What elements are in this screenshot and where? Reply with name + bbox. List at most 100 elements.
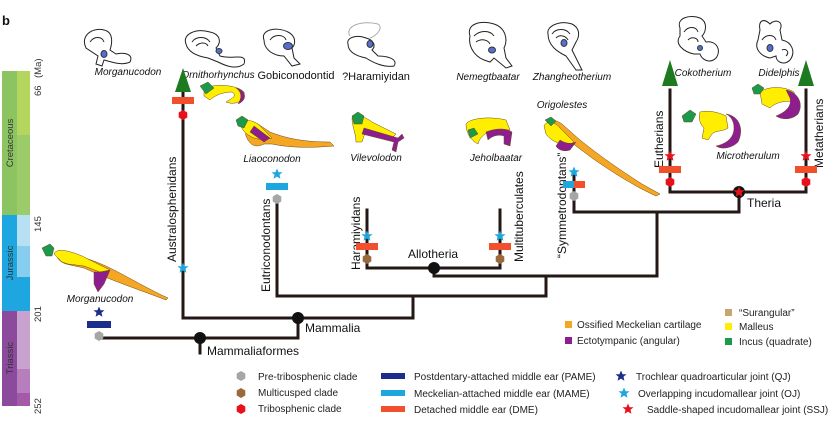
legend-tribosphenic-hex-icon	[236, 404, 246, 414]
inner-ear-didelphis	[756, 20, 794, 64]
cretaceous-early-bar	[17, 135, 30, 215]
node-mammaliaformes	[194, 332, 206, 344]
eutriconodontans-oj-star-icon	[271, 168, 283, 179]
middle-ear-microtherulum	[681, 109, 741, 149]
inner-ear-zhangheotherium	[547, 22, 583, 71]
australosphenidans-dme-bar	[172, 97, 194, 104]
branch-mammaliaformes	[97, 316, 300, 340]
panel-label: b	[2, 13, 10, 28]
eutriconodontans-pretribosphenic-hex-icon	[272, 194, 282, 204]
taxon-label-nemegtbaatar: Nemegtbaatar	[456, 72, 520, 83]
taxon-label-zhangheotherium: Zhangheotherium	[532, 72, 611, 83]
haramiyidans-multicusped-hex-icon	[362, 254, 372, 264]
legend-label-tribosphenic: Tribosphenic clade	[258, 404, 342, 415]
clade-label-metatherians: Metatherians	[812, 99, 826, 168]
middle-ear-origolestes	[543, 116, 661, 197]
era-cretaceous: Cretaceous	[5, 118, 16, 167]
legend-label-ssj: Saddle-shaped incudomallear joint (SSJ)	[647, 405, 828, 416]
arrow-australosphenidans	[175, 68, 191, 92]
legend-swatch-pame	[381, 373, 405, 379]
inner-ear-haramiyidan	[347, 22, 396, 67]
branch-eutriconodontans	[275, 198, 415, 320]
jurassic-early-bar	[17, 277, 30, 311]
taxon-label-didelphis: Didelphis	[758, 68, 799, 79]
taxon-label-ornithorhynchus: Ornithorhynchus	[181, 70, 254, 81]
node-allotheria	[428, 262, 440, 274]
taxon-label-vilevolodon: Vilevolodon	[350, 153, 402, 164]
haramiyidans-dme-bar	[356, 243, 378, 250]
cretaceous-bar	[2, 71, 17, 215]
node-mammalia	[292, 312, 304, 324]
legend-swatch-malleus	[725, 323, 732, 330]
eutriconodontans-mame-bar	[266, 183, 288, 190]
branch-australosphenidans	[181, 86, 415, 320]
jurassic-bar	[2, 215, 17, 311]
taxon-label-morganucodon-jaw: Morganucodon	[67, 294, 134, 305]
node-label-mammalia: Mammalia	[305, 321, 361, 335]
triassic-middle-bar	[17, 369, 30, 393]
taxon-label-origolestes: Origolestes	[537, 100, 588, 111]
taxon-label-jeholbaatar: Jeholbaatar	[469, 153, 523, 164]
arrow-metatherians	[798, 60, 814, 86]
taxon-label-microtherulum: Microtherulum	[716, 151, 779, 162]
legend-pretribosphenic-hex-icon	[236, 371, 246, 381]
taxon-label-morganucodon-ear: Morganucodon	[95, 67, 162, 78]
middle-ear-didelphis	[751, 83, 801, 119]
taxon-label-liaoconodon: Liaoconodon	[243, 154, 301, 165]
morganucodon-pame-bar	[87, 321, 111, 328]
legend-qj-star-icon	[615, 370, 627, 381]
legend-oj-star-icon	[618, 387, 630, 398]
middle-ear-jeholbaatar	[465, 117, 513, 147]
legend-joints: Trochlear quadroarticular joint (QJ) Ove…	[615, 370, 828, 416]
legend-swatch-mame	[381, 390, 405, 396]
tick-unit: (Ma)	[33, 58, 44, 78]
clade-label-eutriconodontans: Eutriconodontans	[259, 199, 273, 292]
triassic-late-bar	[17, 311, 30, 369]
tick-252: 252	[33, 398, 44, 414]
symmetrodontans-pretribosphenic-hex-icon	[569, 191, 579, 201]
legend-label-malleus: Malleus	[739, 322, 773, 333]
jurassic-middle-bar	[17, 246, 30, 277]
arrow-eutherians	[662, 60, 678, 86]
metatherians-tribosphenic-hex-icon	[801, 177, 811, 187]
taxon-label-haramiyidan: ?Haramiyidan	[342, 71, 410, 83]
legend-label-multicusped: Multicusped clade	[258, 388, 338, 399]
inner-ear-ornithorhynchus	[184, 30, 246, 68]
tick-201: 201	[33, 306, 44, 322]
clade-label-multituberculates: Multituberculates	[512, 171, 526, 262]
clade-label-haramiyidans: Haramiyidans	[349, 197, 363, 270]
legend-label-qj: Trochlear quadroarticular joint (QJ)	[636, 372, 791, 383]
middle-ear-liaoconodon	[235, 115, 335, 148]
australosphenidans-tribosphenic-hex-icon	[178, 110, 188, 120]
eutherians-dme-bar	[659, 166, 681, 173]
legend-label-pretribosphenic: Pre-tribosphenic clade	[258, 372, 358, 383]
node-label-mammaliaformes: Mammaliaformes	[207, 344, 299, 358]
taxon-label-gobiconodontid: Gobiconodontid	[257, 70, 334, 82]
clade-label-eutherians: Eutherians	[652, 111, 666, 168]
tick-145: 145	[33, 216, 44, 232]
legend-swatch-ectotympanic	[565, 337, 572, 344]
taxon-label-cokotherium: Cokotherium	[675, 68, 732, 79]
legend-swatch-dme	[381, 406, 405, 412]
legend-label-oj: Overlapping incudomallear joint (OJ)	[638, 389, 800, 400]
legend-ears: Postdentary-attached middle ear (PAME) M…	[381, 372, 596, 416]
multituberculates-multicusped-hex-icon	[495, 254, 505, 264]
legend-swatch-incus	[725, 338, 732, 345]
legend-clades: Pre-tribosphenic clade Multicusped clade…	[236, 371, 358, 415]
symmetrodontans-dme-bar	[574, 181, 585, 188]
middle-ear-vilevolodon	[351, 111, 405, 153]
metatherians-dme-bar	[795, 166, 817, 173]
inner-ear-nemegtbaatar	[468, 22, 513, 69]
branch-markers	[87, 97, 817, 341]
branch-crown	[411, 274, 548, 298]
legend-swatch-surangular	[725, 309, 732, 316]
legend-multicusped-hex-icon	[236, 388, 246, 398]
middle-ear-ornithorhynchus	[199, 81, 245, 105]
tick-66: 66	[33, 85, 44, 96]
symmetrodontans-mame-bar	[563, 181, 574, 188]
triassic-early-bar	[17, 393, 30, 406]
legend-label-ectotympanic: Ectotympanic (angular)	[577, 336, 680, 347]
jaw-illustrations	[41, 81, 801, 301]
legend-label-dme: Detached middle ear (DME)	[414, 405, 538, 416]
